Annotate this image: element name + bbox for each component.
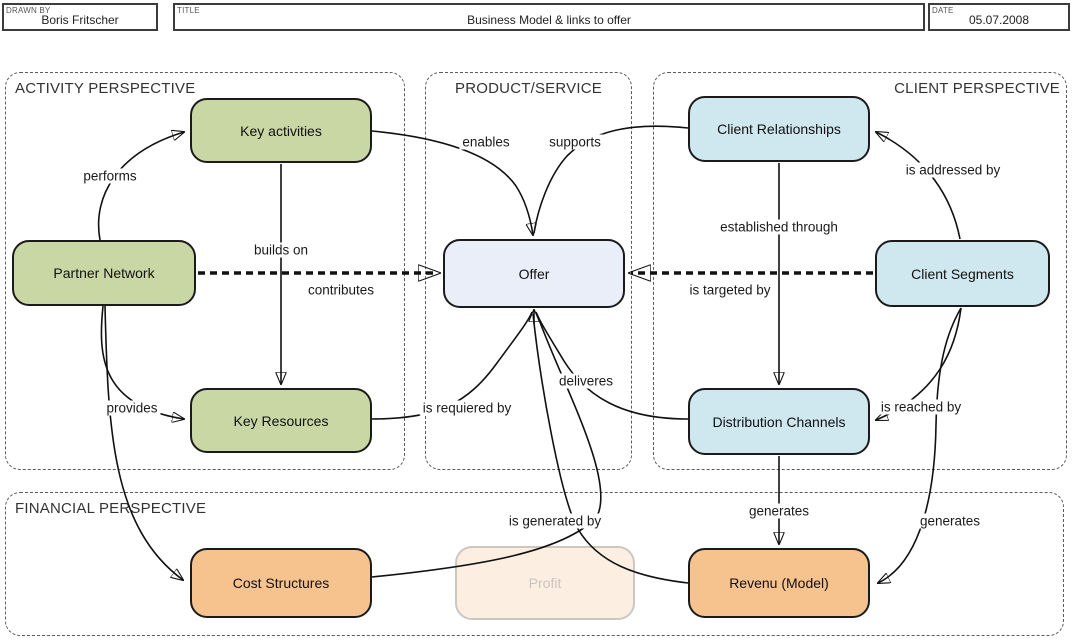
date-tag: DATE — [932, 6, 954, 15]
node-key-resources-label: Key Resources — [233, 412, 329, 429]
title-box: TITLE Business Model & links to offer — [173, 3, 925, 31]
title-tag: TITLE — [177, 6, 200, 15]
node-cost-structures: Cost Structures — [190, 548, 372, 618]
edge-label-enables: enables — [459, 134, 513, 150]
edge-label-supports: supports — [546, 134, 604, 150]
node-distribution-channels-label: Distribution Channels — [712, 413, 846, 430]
node-client-relationships-label: Client Relationships — [717, 121, 841, 137]
node-cost-structures-label: Cost Structures — [232, 575, 330, 591]
edge-label-is-reached-by: is reached by — [877, 399, 965, 415]
node-revenu-model: Revenu (Model) — [688, 548, 870, 618]
node-key-resources: Key Resources — [190, 388, 372, 453]
edge-label-provides: provides — [103, 400, 161, 416]
activity-perspective-container — [5, 72, 405, 470]
node-client-relationships: Client Relationships — [688, 96, 870, 162]
node-key-activities: Key activities — [190, 98, 372, 163]
client-perspective-container — [653, 72, 1067, 470]
drawn-by-value: Boris Fritscher — [41, 13, 119, 27]
edge-label-deliveres: deliveres — [555, 373, 617, 389]
drawn-by-box: DRAWN BY Boris Fritscher — [2, 3, 158, 31]
product-service-title: PRODUCT/SERVICE — [455, 80, 602, 97]
edge-label-builds-on: builds on — [250, 242, 312, 258]
node-partner-network: Partner Network — [12, 240, 196, 306]
edge-label-generates-right: generates — [916, 513, 984, 529]
financial-perspective-title: FINANCIAL PERSPECTIVE — [15, 500, 207, 517]
edge-label-is-requiered-by: is requiered by — [419, 400, 515, 416]
node-client-segments: Client Segments — [875, 240, 1050, 307]
node-profit-label: Profit — [528, 575, 562, 591]
edge-label-contributes: contributes — [304, 282, 378, 298]
node-profit: Profit — [455, 546, 635, 620]
edge-label-generates-mid: generates — [745, 503, 813, 519]
node-key-activities-label: Key activities — [240, 122, 322, 139]
client-perspective-title: CLIENT PERSPECTIVE — [894, 80, 1060, 97]
node-distribution-channels: Distribution Channels — [688, 388, 870, 455]
node-client-segments-label: Client Segments — [911, 265, 1014, 282]
node-partner-network-label: Partner Network — [53, 265, 155, 281]
node-revenu-model-label: Revenu (Model) — [729, 575, 829, 591]
edge-label-is-addressed-by: is addressed by — [902, 162, 1004, 178]
node-offer-label: Offer — [518, 265, 550, 282]
date-box: DATE 05.07.2008 — [928, 3, 1070, 31]
title-value: Business Model & links to offer — [467, 13, 631, 27]
edge-label-is-targeted-by: is targeted by — [686, 282, 774, 298]
edge-label-performs: performs — [80, 168, 140, 184]
node-offer: Offer — [443, 239, 625, 308]
edge-label-is-generated-by: is generated by — [505, 513, 605, 529]
drawn-by-tag: DRAWN BY — [6, 6, 51, 15]
edge-label-established-through: established through — [717, 219, 841, 235]
date-value: 05.07.2008 — [968, 13, 1030, 27]
activity-perspective-title: ACTIVITY PERSPECTIVE — [15, 80, 196, 97]
